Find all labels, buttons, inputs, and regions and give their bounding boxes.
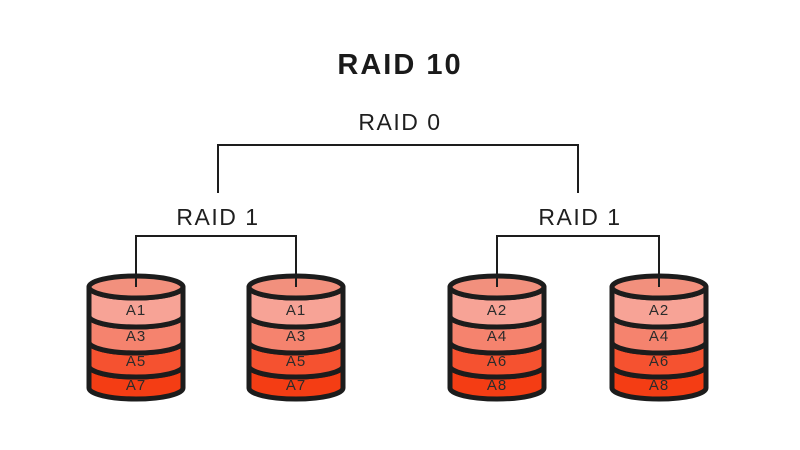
disk-block-label: A3 xyxy=(285,328,307,345)
raid1-left-connector-lines xyxy=(135,235,297,287)
disk-block-label: A6 xyxy=(648,353,670,370)
disk-drive: A1 A3 A5 A7 xyxy=(84,273,188,403)
disk-block-label: A3 xyxy=(125,328,147,345)
disk-block-label: A6 xyxy=(486,353,508,370)
raid0-connector-lines xyxy=(217,144,579,193)
disk-block-label: A5 xyxy=(285,353,307,370)
disk-block-label: A1 xyxy=(125,302,147,319)
disk-block-label: A2 xyxy=(486,302,508,319)
disk-block-label: A8 xyxy=(486,377,508,394)
disk-block-label: A2 xyxy=(648,302,670,319)
raid0-node-label: RAID 0 xyxy=(358,109,442,135)
disk-block-label: A4 xyxy=(648,328,670,345)
disk-drive: A1 A3 A5 A7 xyxy=(244,273,348,403)
disk-block-label: A7 xyxy=(125,377,147,394)
disk-block-label: A8 xyxy=(648,377,670,394)
disk-block-label: A5 xyxy=(125,353,147,370)
diagram-title: RAID 10 xyxy=(337,49,463,81)
disk-block-label: A4 xyxy=(486,328,508,345)
disk-drive: A2 A4 A6 A8 xyxy=(607,273,711,403)
raid1-left-node-label: RAID 1 xyxy=(176,204,260,230)
disk-block-label: A1 xyxy=(285,302,307,319)
raid1-right-node-label: RAID 1 xyxy=(538,204,622,230)
disk-drive: A2 A4 A6 A8 xyxy=(445,273,549,403)
disk-block-label: A7 xyxy=(285,377,307,394)
raid1-right-connector-lines xyxy=(496,235,660,287)
